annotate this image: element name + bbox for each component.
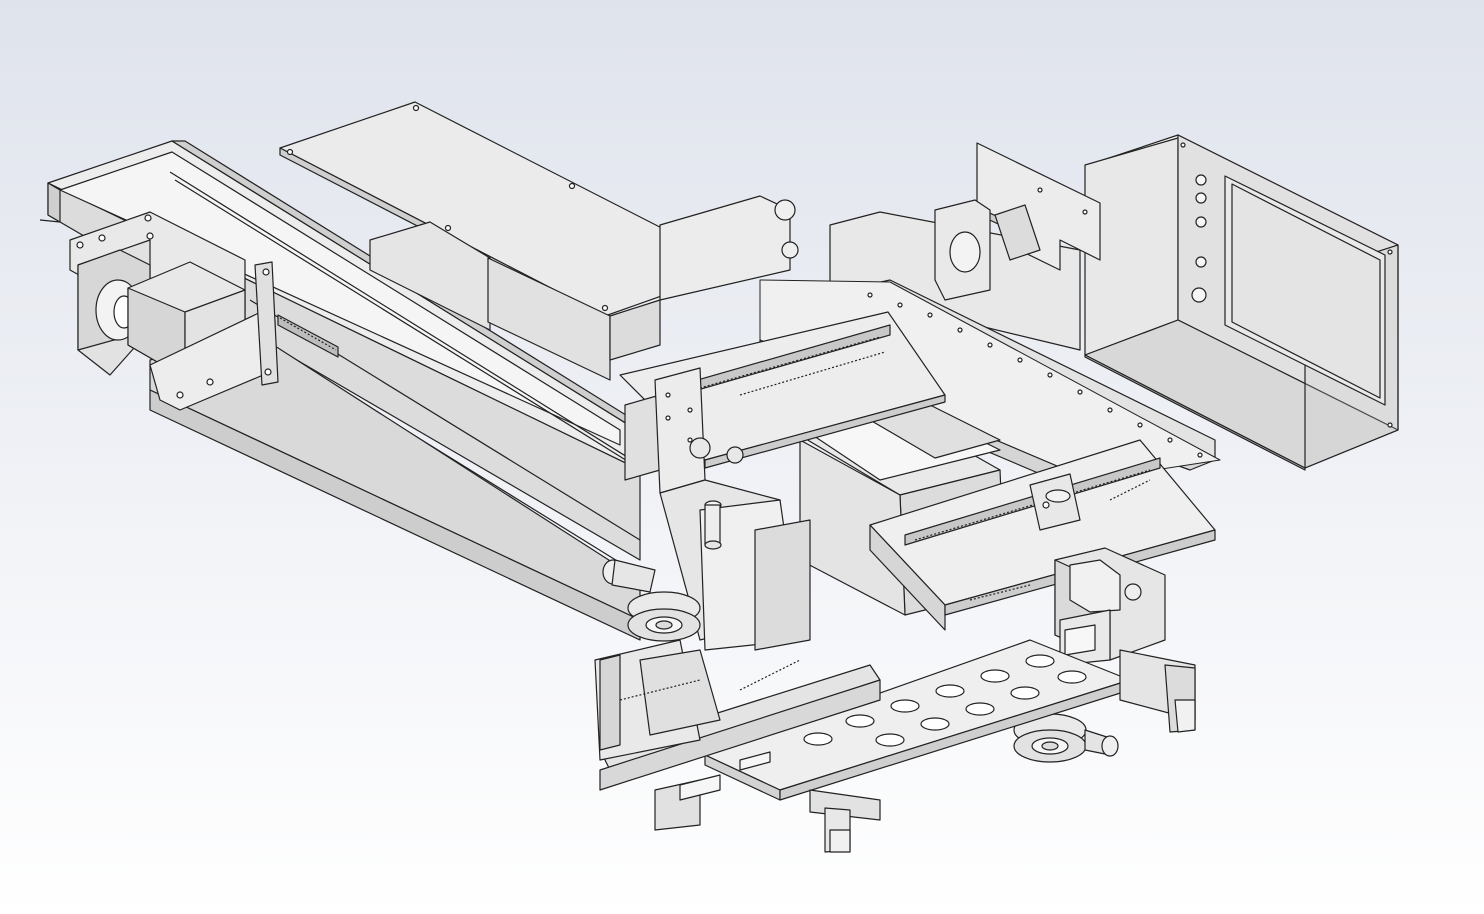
bottom-rails[interactable] xyxy=(594,639,881,831)
bottom-gripper-left[interactable] xyxy=(809,789,881,853)
guide-details xyxy=(619,479,1151,701)
control-box-window xyxy=(1224,175,1386,406)
stepper-motor[interactable] xyxy=(69,211,279,411)
mid-carriage-plate[interactable] xyxy=(619,311,946,481)
rotary-disc-left[interactable] xyxy=(602,559,701,642)
upper-housing[interactable] xyxy=(369,195,799,381)
t-shaped-bracket[interactable] xyxy=(934,142,1101,301)
bottom-gripper-right[interactable] xyxy=(1119,649,1196,733)
perforated-bottom-plate[interactable] xyxy=(704,639,1131,801)
linear-guide-rail[interactable] xyxy=(277,314,339,358)
right-lower-block[interactable] xyxy=(1054,547,1166,666)
rotary-disc-right[interactable] xyxy=(1013,713,1119,763)
